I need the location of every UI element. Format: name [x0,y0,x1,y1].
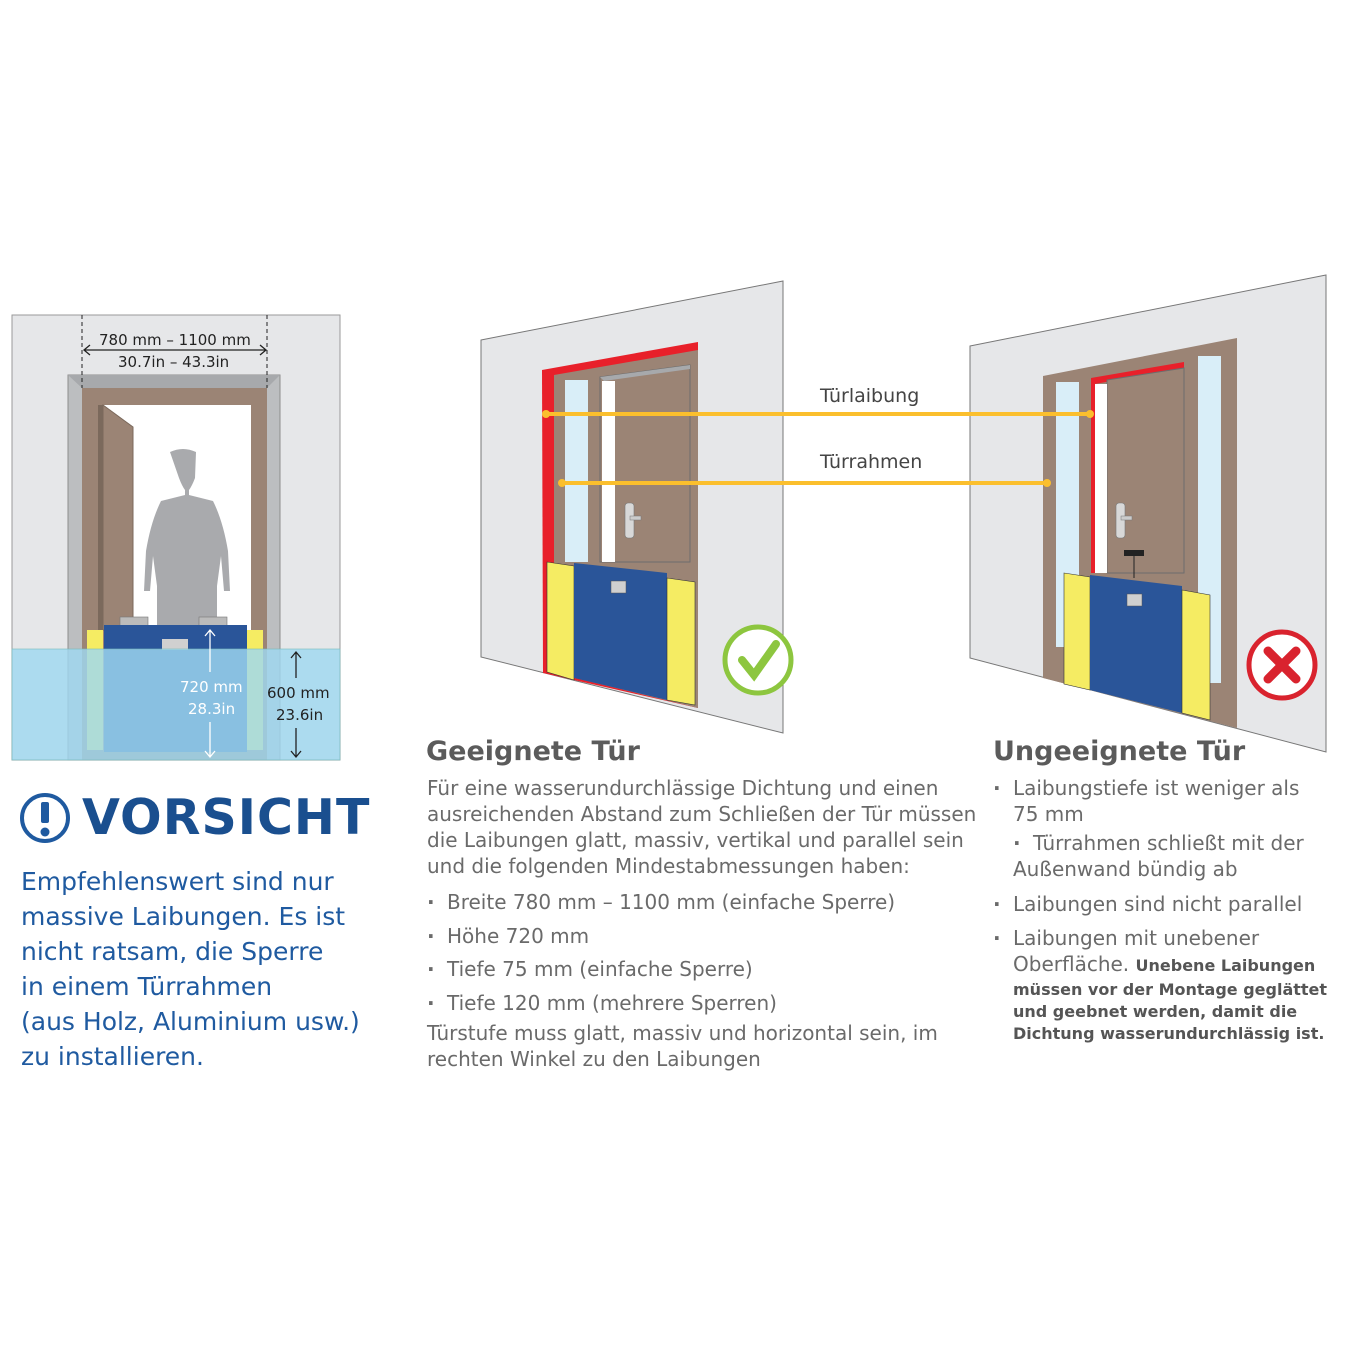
bold-note: Dichtung wasserundurchlässig ist. [1013,1024,1325,1043]
caution-line: zu installieren. [21,1042,204,1071]
caution-line: massive Laibungen. Es ist [21,902,346,931]
person-silhouette [144,449,230,631]
bullet-cont: 75 mm [1013,802,1084,826]
barrier-height-mm-label: 720 mm [180,678,243,696]
intro-line: die Laibungen glatt, massiv, vertikal un… [427,828,964,852]
front-view-diagram [11,314,341,761]
bold-note: und geebnet werden, damit die [1013,1002,1298,1021]
suitable-title: Geeignete Tür [426,736,640,767]
intro-line: ausreichenden Abstand zum Schließen der … [427,802,977,826]
intro-line: und die folgenden Mindestabmessungen hab… [427,854,910,878]
bullet-item: Breite 780 mm – 1100 mm (einfache Sperre… [427,886,895,920]
barrier-height-in-label: 28.3in [188,700,236,718]
bullet-cont: Oberfläche. [1013,952,1130,976]
width-mm-label: 780 mm – 1100 mm [99,331,251,349]
caution-line: in einem Türrahmen [21,972,273,1001]
caution-title: VORSICHT [82,789,371,846]
frame-label: Türrahmen [820,451,923,473]
bullet-cont: Außenwand bündig ab [1013,857,1238,881]
caution-line: (aus Holz, Aluminium usw.) [21,1007,360,1036]
caution-text: Empfehlenswert sind nur massive Laibunge… [21,864,360,1074]
bullet-item: Tiefe 75 mm (einfache Sperre) [427,953,895,987]
bullet-item: Tiefe 120 mm (mehrere Sperren) [427,987,895,1021]
bullet-item: Höhe 720 mm [427,920,895,954]
connector-lines [542,410,1094,487]
outro-line: Türstufe muss glatt, massiv und horizont… [427,1021,938,1045]
outro-line: rechten Winkel zu den Laibungen [427,1047,761,1071]
bullet-item: Laibungen mit unebener [993,925,1327,951]
bullet-item: Laibungen sind nicht parallel [993,891,1327,917]
reveal-label: Türlaibung [820,385,920,407]
caution-icon [20,793,70,843]
suitable-door-illustration [480,280,794,734]
bullet-item: Laibungstiefe ist weniger als [993,775,1327,801]
check-icon [722,624,794,696]
sub-bullet-item: Türrahmen schließt mit der [1013,831,1304,855]
intro-line: Für eine wasserundurchlässige Dichtung u… [427,776,939,800]
bold-note: müssen vor der Montage geglättet [1013,980,1328,999]
unsuitable-door-illustration [969,274,1327,753]
water-height-in-label: 23.6in [276,706,324,724]
caution-line: Empfehlenswert sind nur [21,867,334,896]
bold-note: Unebene Laibungen [1135,956,1316,975]
width-in-label: 30.7in – 43.3in [118,353,230,371]
suitable-intro: Für eine wasserundurchlässige Dichtung u… [427,775,976,879]
suitable-bullets: Breite 780 mm – 1100 mm (einfache Sperre… [427,886,895,1020]
unsuitable-title: Ungeeignete Tür [993,736,1246,767]
water-height-mm-label: 600 mm [267,684,330,702]
unsuitable-list: Laibungstiefe ist weniger als 75 mm Türr… [993,775,1327,1045]
suitable-outro: Türstufe muss glatt, massiv und horizont… [427,1020,938,1072]
caution-line: nicht ratsam, die Sperre [21,937,324,966]
